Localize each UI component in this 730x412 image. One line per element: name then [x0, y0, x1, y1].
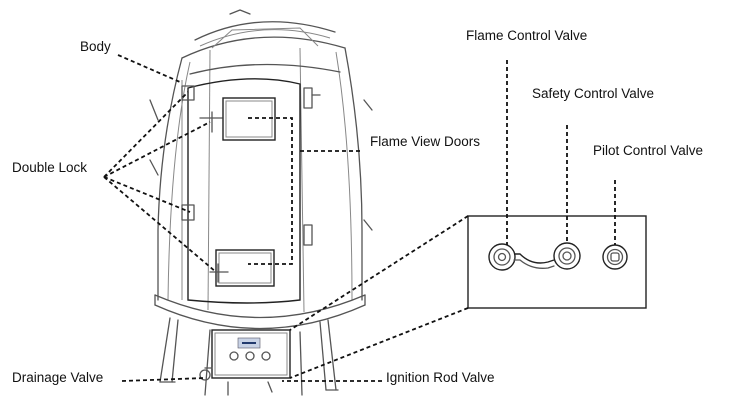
label-ignition-rod-valve: Ignition Rod Valve: [386, 370, 495, 385]
oven-base-ring: [154, 294, 366, 330]
oven-legs: [159, 317, 339, 396]
oven-illustration: [149, 9, 373, 396]
double-lock-leader-1: [103, 91, 189, 178]
control-panel-zoom: [467, 215, 647, 309]
label-flame-control-valve: Flame Control Valve: [466, 28, 587, 43]
label-flame-view-doors: Flame View Doors: [370, 134, 480, 149]
drainage-valve-leader: [121, 377, 206, 382]
labels: Body Double Lock Drainage Valve Flame Co…: [12, 28, 703, 385]
flame-view-doors-leader: [248, 117, 360, 265]
upper-flame-view-window: [222, 97, 276, 141]
leader-lines: [103, 54, 616, 382]
pilot-control-knob: [602, 244, 628, 270]
oven-door: [181, 78, 301, 304]
zoom-leader-top: [289, 215, 469, 331]
flame-control-knob: [488, 243, 516, 271]
lower-flame-view-window: [215, 249, 275, 287]
burner-control-box: [199, 329, 291, 396]
label-double-lock: Double Lock: [12, 160, 87, 175]
safety-control-knob: [553, 242, 581, 270]
body-leader: [117, 54, 181, 83]
zoom-leader-bottom: [289, 307, 469, 379]
double-lock-leader-2: [103, 121, 211, 178]
control-pipe: [514, 253, 555, 264]
door-latches: [181, 85, 229, 283]
oven-top-cap: [181, 9, 346, 59]
label-drainage-valve: Drainage Valve: [12, 370, 103, 385]
double-lock-leader-4: [103, 176, 217, 273]
label-pilot-control-valve: Pilot Control Valve: [593, 143, 703, 158]
double-lock-leader-3: [103, 176, 191, 213]
label-body: Body: [80, 39, 111, 54]
side-handles: [149, 99, 373, 231]
door-hinges: [303, 87, 321, 246]
label-safety-control-valve: Safety Control Valve: [532, 86, 654, 101]
